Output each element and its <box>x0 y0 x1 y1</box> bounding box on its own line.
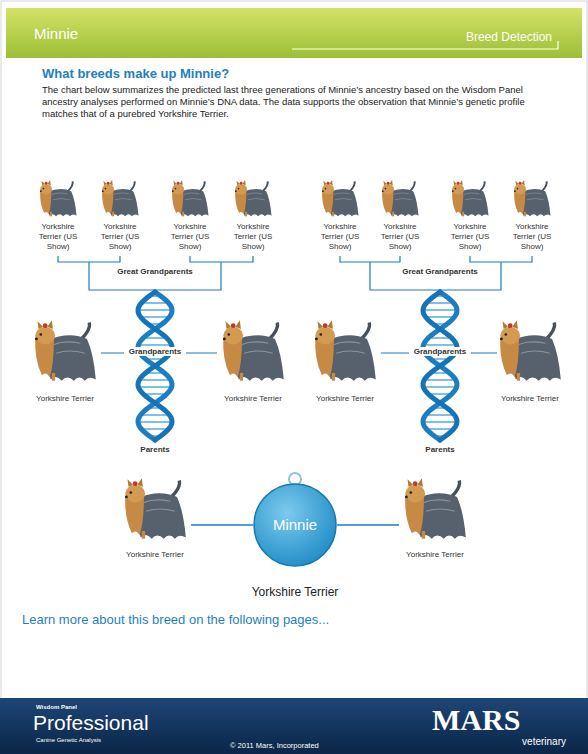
great-grandparent-card: Yorkshire Terrier (US Show) <box>166 178 214 252</box>
great-grandparent-card: Yorkshire Terrier (US Show) <box>229 178 277 252</box>
company-division: veterinary <box>522 736 566 747</box>
pedigree-connector <box>337 524 399 525</box>
breed-caption: Yorkshire Terrier <box>399 550 471 560</box>
breed-caption: Yorkshire Terrier <box>494 394 566 404</box>
breed-caption: Yorkshire Terrier (US Show) <box>376 222 424 252</box>
generation-label: Parents <box>423 445 456 454</box>
parent-card: Yorkshire Terrier <box>119 472 191 560</box>
pedigree-brackets <box>58 256 532 353</box>
more-info-link: Learn more about this breed on the follo… <box>22 612 329 627</box>
dog-name: Minnie <box>253 483 337 567</box>
parent-card: Yorkshire Terrier <box>399 472 471 560</box>
generation-label: Great Grandparents <box>115 267 195 276</box>
header-band: Minnie Breed Detection <box>6 8 582 58</box>
breed-caption: Yorkshire Terrier (US Show) <box>229 222 277 252</box>
breed-caption: Yorkshire Terrier (US Show) <box>34 222 82 252</box>
pedigree-connector <box>191 524 253 525</box>
breed-caption: Yorkshire Terrier <box>217 394 289 404</box>
grandparent-card: Yorkshire Terrier <box>29 318 101 404</box>
footer-band: Wisdom PanelProfessionalCanine Genetic A… <box>0 698 588 754</box>
brand-name: Professional <box>33 711 149 735</box>
breed-caption: Yorkshire Terrier (US Show) <box>316 222 364 252</box>
page-name: Minnie <box>34 25 78 42</box>
breed-caption: Yorkshire Terrier (US Show) <box>508 222 556 252</box>
company-logo: MARS <box>432 703 520 737</box>
brand-line: Wisdom Panel <box>36 704 77 710</box>
great-grandparent-card: Yorkshire Terrier (US Show) <box>376 178 424 252</box>
great-grandparent-card: Yorkshire Terrier (US Show) <box>508 178 556 252</box>
breed-caption: Yorkshire Terrier <box>309 394 381 404</box>
brand-tagline: Canine Genetic Analysis <box>36 737 101 743</box>
breed-caption: Yorkshire Terrier (US Show) <box>166 222 214 252</box>
section-name: Breed Detection <box>466 30 552 44</box>
page-title: What breeds make up Minnie? <box>42 66 229 81</box>
great-grandparent-card: Yorkshire Terrier (US Show) <box>446 178 494 252</box>
grandparent-card: Yorkshire Terrier <box>217 318 289 404</box>
dog-tag-circle: MinnieYorkshire Terrier <box>253 483 337 567</box>
great-grandparent-card: Yorkshire Terrier (US Show) <box>34 178 82 252</box>
generation-label: Grandparents <box>127 347 183 356</box>
breed-caption: Yorkshire Terrier <box>119 550 191 560</box>
breed-caption: Yorkshire Terrier (US Show) <box>446 222 494 252</box>
generation-label: Parents <box>138 445 171 454</box>
great-grandparent-card: Yorkshire Terrier (US Show) <box>316 178 364 252</box>
grandparent-card: Yorkshire Terrier <box>494 318 566 404</box>
breed-caption: Yorkshire Terrier (US Show) <box>96 222 144 252</box>
copyright: © 2011 Mars, Incorporated <box>230 741 319 750</box>
intro-paragraph: The chart below summarizes the predicted… <box>42 84 552 120</box>
grandparent-card: Yorkshire Terrier <box>309 318 381 404</box>
dna-helix <box>138 292 457 440</box>
great-grandparent-card: Yorkshire Terrier (US Show) <box>96 178 144 252</box>
breed-result: Yorkshire Terrier <box>252 585 339 599</box>
breed-caption: Yorkshire Terrier <box>29 394 101 404</box>
generation-label: Grandparents <box>412 347 468 356</box>
generation-label: Great Grandparents <box>400 267 480 276</box>
